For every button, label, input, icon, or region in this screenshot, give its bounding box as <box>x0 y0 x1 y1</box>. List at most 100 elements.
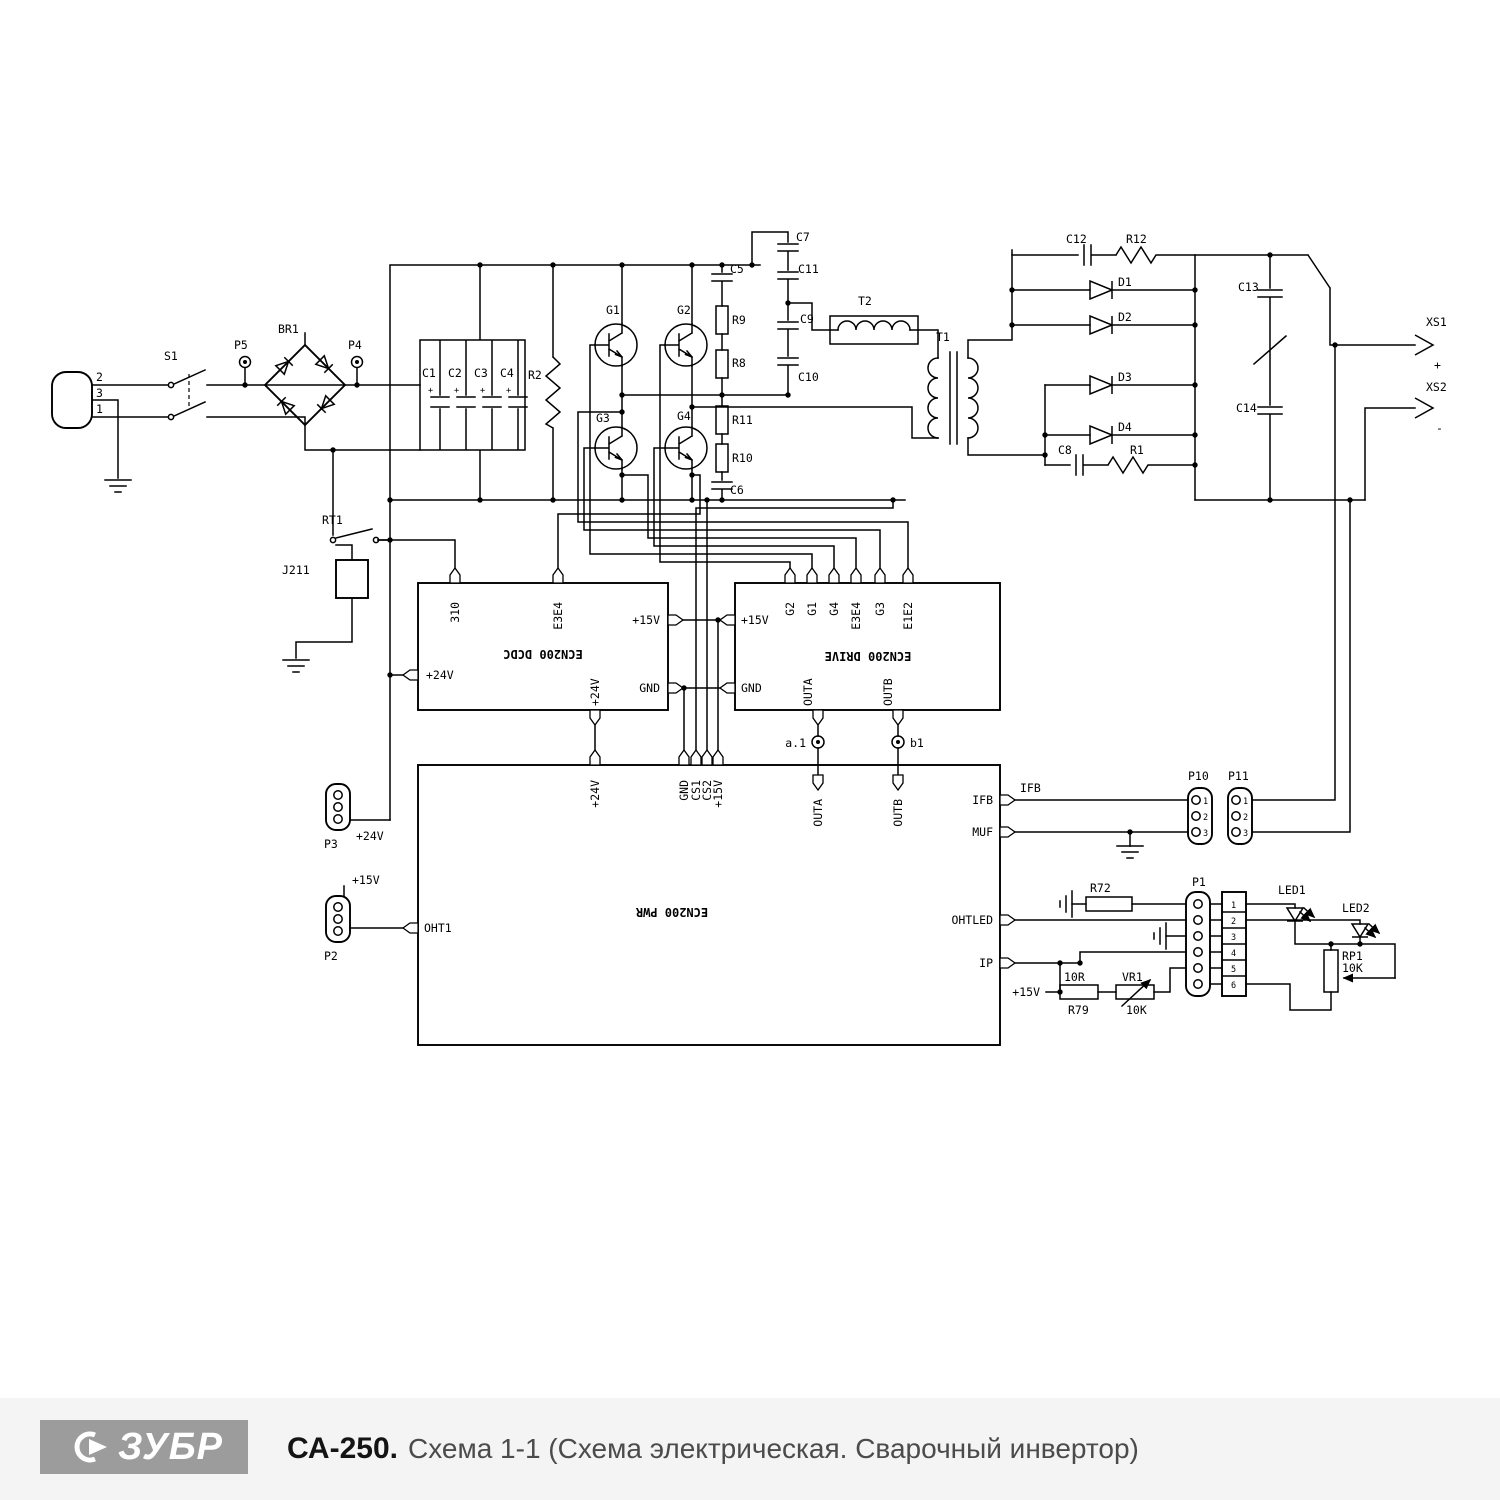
label-c11: C11 <box>798 262 819 276</box>
terminal-xs1 <box>1414 334 1435 356</box>
label-plug-pin2: 2 <box>96 370 103 384</box>
label-drive-gnd: GND <box>741 681 762 695</box>
ground-r72-icon <box>1059 890 1073 918</box>
mains-plug <box>51 371 93 429</box>
label-p5: P5 <box>234 338 248 352</box>
label-c7: C7 <box>796 230 810 244</box>
label-c2-plus: + <box>454 386 459 396</box>
resistor-chain <box>715 305 729 473</box>
resistor-10r <box>1059 984 1099 1000</box>
label-rt1: RT1 <box>322 513 343 527</box>
label-drive-outa: OUTA <box>801 678 815 706</box>
label-tp-b1: b1 <box>910 736 924 750</box>
p1-pin1: 1 <box>1231 901 1236 911</box>
welding-inverter-schematic: 2 3 1 S1 P5 BR1 P4 C1 C2 C3 C4 + + + + R… <box>51 230 1447 1046</box>
p1-pin4: 4 <box>1231 949 1236 959</box>
label-t1: T1 <box>936 330 950 344</box>
zubr-logo-text: ЗУБР <box>118 1425 223 1468</box>
block-ecn200-drive <box>734 582 1001 711</box>
label-dcdc-15v: +15V <box>632 613 660 627</box>
label-r12: R12 <box>1126 232 1147 246</box>
label-pwr-ifb: IFB <box>972 793 993 807</box>
connector-p1 <box>1185 891 1247 997</box>
label-c14: C14 <box>1236 401 1257 415</box>
label-r72: R72 <box>1090 881 1111 895</box>
led1 <box>1285 906 1316 923</box>
inductor-t2 <box>829 315 919 345</box>
label-dcdc-310: 310 <box>448 602 462 623</box>
label-t2: T2 <box>858 294 872 308</box>
p10-pin1: 1 <box>1203 797 1208 807</box>
connector-p2 <box>325 895 351 943</box>
resistor-r72 <box>1085 896 1133 912</box>
label-pwr-15v: +15V <box>711 780 725 808</box>
ground-muf-icon <box>1116 845 1144 859</box>
label-r8: R8 <box>732 356 746 370</box>
label-c6: C6 <box>730 483 744 497</box>
label-c4: C4 <box>500 366 514 380</box>
label-drive-outb: OUTB <box>881 678 895 706</box>
label-r11: R11 <box>732 413 753 427</box>
label-c8: C8 <box>1058 443 1072 457</box>
label-pwr-ip: IP <box>979 956 993 970</box>
label-p1: P1 <box>1192 875 1206 889</box>
label-p11: P11 <box>1228 769 1249 783</box>
potentiometer-rp1 <box>1323 949 1396 993</box>
label-g3: G3 <box>596 411 610 425</box>
ground-p1-icon <box>1153 922 1167 950</box>
zubr-logo: ЗУБР <box>40 1420 248 1474</box>
p11-pin2: 2 <box>1243 813 1248 823</box>
label-r79: R79 <box>1068 1003 1089 1017</box>
label-vr1: VR1 <box>1122 970 1143 984</box>
label-p10: P10 <box>1188 769 1209 783</box>
ground-mains-icon <box>104 479 132 493</box>
label-c3: C3 <box>474 366 488 380</box>
led2 <box>1350 922 1381 939</box>
label-led1: LED1 <box>1278 883 1306 897</box>
label-vr1-val: 10K <box>1126 1003 1147 1017</box>
label-c2: C2 <box>448 366 462 380</box>
p11-pin3: 3 <box>1243 829 1248 839</box>
label-ecn200-dcdc: ECN200 DCDC <box>503 647 582 661</box>
label-xs1-sign: + <box>1434 358 1441 372</box>
output-diodes <box>1089 279 1114 446</box>
transformer-t1 <box>927 357 979 439</box>
label-pwr-cs2: CS2 <box>700 780 714 801</box>
schematic-title: Схема 1-1 (Схема электрическая. Сварочны… <box>407 1433 1139 1464</box>
label-g1: G1 <box>606 303 620 317</box>
label-drive-g3: G3 <box>873 602 887 616</box>
label-d1: D1 <box>1118 275 1132 289</box>
label-c5: C5 <box>730 262 744 276</box>
relay-j211 <box>335 559 369 599</box>
label-drive-15v: +15V <box>741 613 769 627</box>
label-pwr-gnd: GND <box>677 780 691 801</box>
label-r10: R10 <box>732 451 753 465</box>
label-s1: S1 <box>164 349 178 363</box>
label-c4-plus: + <box>506 386 511 396</box>
trimmer-vr1 <box>1115 978 1155 1008</box>
label-15v-net: +15V <box>1012 985 1040 999</box>
label-outb: OUTB <box>891 799 905 827</box>
label-pwr-oht1: OHT1 <box>424 921 452 935</box>
label-p4: P4 <box>348 338 362 352</box>
p11-pin1: 1 <box>1243 797 1248 807</box>
block-ecn200-dcdc <box>417 582 669 711</box>
label-drive-e1e2: E1E2 <box>901 602 915 630</box>
label-c13: C13 <box>1238 280 1259 294</box>
label-pwr-24v: +24V <box>588 780 602 808</box>
label-br1: BR1 <box>278 322 299 336</box>
junctions <box>242 252 1363 995</box>
label-dcdc-e3e4: E3E4 <box>551 602 565 630</box>
label-r9: R9 <box>732 313 746 327</box>
label-g2: G2 <box>677 303 691 317</box>
label-ecn200-pwr: ECN200 PWR <box>635 905 708 919</box>
label-drive-g4: G4 <box>827 602 841 616</box>
label-c1-plus: + <box>428 386 433 396</box>
label-outa: OUTA <box>811 799 825 827</box>
label-c3-plus: + <box>480 386 485 396</box>
label-d2: D2 <box>1118 310 1132 324</box>
zubr-logo-mark <box>74 1431 108 1463</box>
switch-s1 <box>167 369 206 421</box>
testpoint-a1 <box>811 735 825 749</box>
label-drive-e3e4: E3E4 <box>849 602 863 630</box>
